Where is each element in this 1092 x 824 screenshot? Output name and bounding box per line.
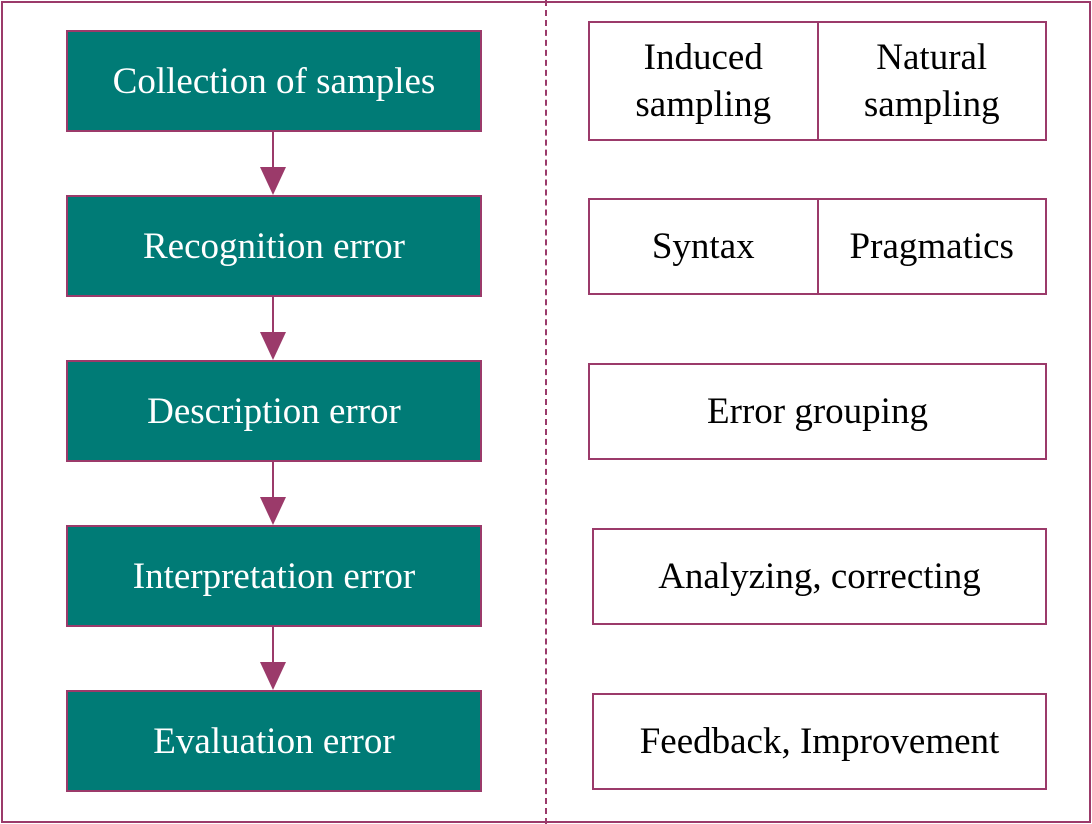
detail-box-sampling: Induced sampling Natural sampling (588, 21, 1047, 141)
step-label: Description error (147, 390, 401, 432)
step-description-error: Description error (66, 360, 482, 462)
detail-cell-induced-sampling: Induced sampling (635, 37, 772, 125)
step-label: Interpretation error (132, 555, 416, 597)
detail-cell-syntax: Syntax (651, 226, 755, 267)
step-recognition-error: Recognition error (66, 195, 482, 297)
step-collection-of-samples: Collection of samples (66, 30, 482, 132)
detail-box-recognition: Syntax Pragmatics (588, 198, 1047, 295)
detail-box-description: Error grouping (588, 363, 1047, 460)
detail-cell-analyzing-correcting: Analyzing, correcting (658, 556, 981, 597)
dashed-divider (545, 0, 547, 824)
detail-cell-natural-sampling: Natural sampling (816, 23, 1046, 139)
detail-cell-feedback-improvement: Feedback, Improvement (639, 721, 1000, 762)
step-interpretation-error: Interpretation error (66, 525, 482, 627)
detail-cell-pragmatics: Pragmatics (816, 200, 1046, 293)
step-label: Recognition error (143, 225, 405, 267)
step-label: Collection of samples (112, 60, 436, 102)
detail-box-interpretation: Analyzing, correcting (592, 528, 1047, 625)
step-evaluation-error: Evaluation error (66, 690, 482, 792)
detail-cell-error-grouping: Error grouping (707, 391, 928, 432)
detail-box-evaluation: Feedback, Improvement (592, 693, 1047, 790)
step-label: Evaluation error (153, 720, 395, 762)
